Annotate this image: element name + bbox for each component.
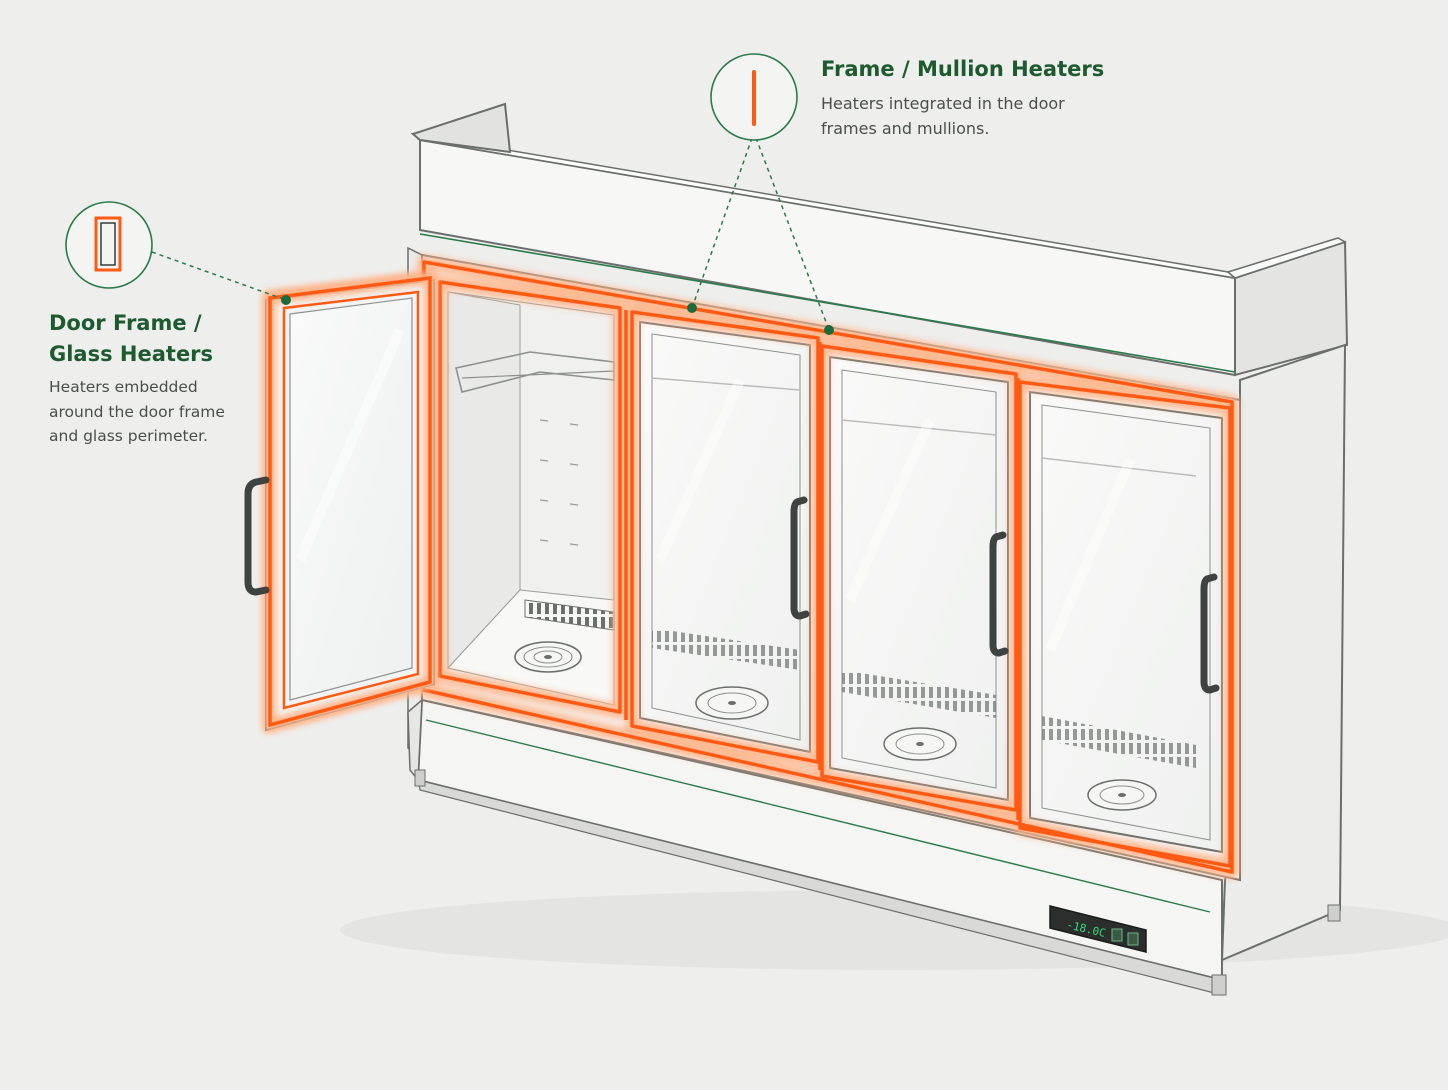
- bay4-door: [1029, 390, 1223, 854]
- bay2-handle: [790, 496, 810, 620]
- controller-button-1: [1111, 928, 1123, 942]
- bay4-frame-heater: [1018, 380, 1232, 868]
- left-upstand: [410, 102, 512, 154]
- door-leader-dot: [281, 295, 291, 305]
- bay2-frame-heater: [630, 310, 820, 764]
- bay3-door: [829, 355, 1009, 802]
- mullion-leader-dot-1: [687, 303, 697, 313]
- top-trim-line: [419, 233, 1236, 373]
- bottom-trim-line: [425, 719, 1211, 913]
- right-upstand-top: [1226, 237, 1347, 279]
- door-desc-line3: and glass perimeter.: [49, 427, 208, 445]
- foot-right: [1211, 974, 1227, 996]
- mullion-heaters-description: Heaters integrated in the door frames an…: [821, 91, 1121, 141]
- open-door: [244, 271, 436, 733]
- temperature-controller: -18.0C: [1049, 905, 1147, 953]
- bay1-shelf-rail: [461, 370, 615, 379]
- bay1-back-slots: [539, 419, 579, 546]
- door-title-line2: Glass Heaters: [49, 342, 214, 366]
- mullion-leader-dot-2: [824, 325, 834, 335]
- door-frame-heaters-title: Door Frame / Glass Heaters: [49, 308, 249, 370]
- bay3-frame-heater: [820, 344, 1018, 812]
- door-desc-line2: around the door frame: [49, 402, 225, 421]
- leader-lines: [151, 137, 830, 331]
- bay2-door: [639, 320, 811, 754]
- bay4-handle: [1200, 573, 1220, 694]
- mullion-heaters-title: Frame / Mullion Heaters: [821, 57, 1105, 81]
- bay1-fan: [514, 641, 582, 673]
- foot-back: [1327, 904, 1341, 922]
- door-frame-heater-icon: [65, 201, 153, 289]
- foot-left: [414, 769, 426, 787]
- bay1-frame-heater: [438, 280, 622, 714]
- bay3-handle: [989, 531, 1009, 657]
- door-glass-heater: [282, 290, 420, 710]
- door-leader: [151, 251, 287, 301]
- controller-button-2: [1127, 932, 1139, 946]
- door-title-line1: Door Frame /: [49, 311, 202, 335]
- door-frame-heaters-description: Heaters embedded around the door frame a…: [49, 375, 249, 449]
- mullion-desc-line2: frames and mullions.: [821, 119, 990, 138]
- mullion-desc-line1: Heaters integrated in the door: [821, 94, 1065, 113]
- open-door-handle: [244, 476, 270, 596]
- door-desc-line1: Heaters embedded: [49, 378, 198, 396]
- mullion-leader-2: [755, 137, 830, 331]
- mullion-leader-1: [691, 137, 753, 309]
- mullion-heater-icon: [710, 53, 798, 141]
- door-frame-heater: [268, 276, 432, 728]
